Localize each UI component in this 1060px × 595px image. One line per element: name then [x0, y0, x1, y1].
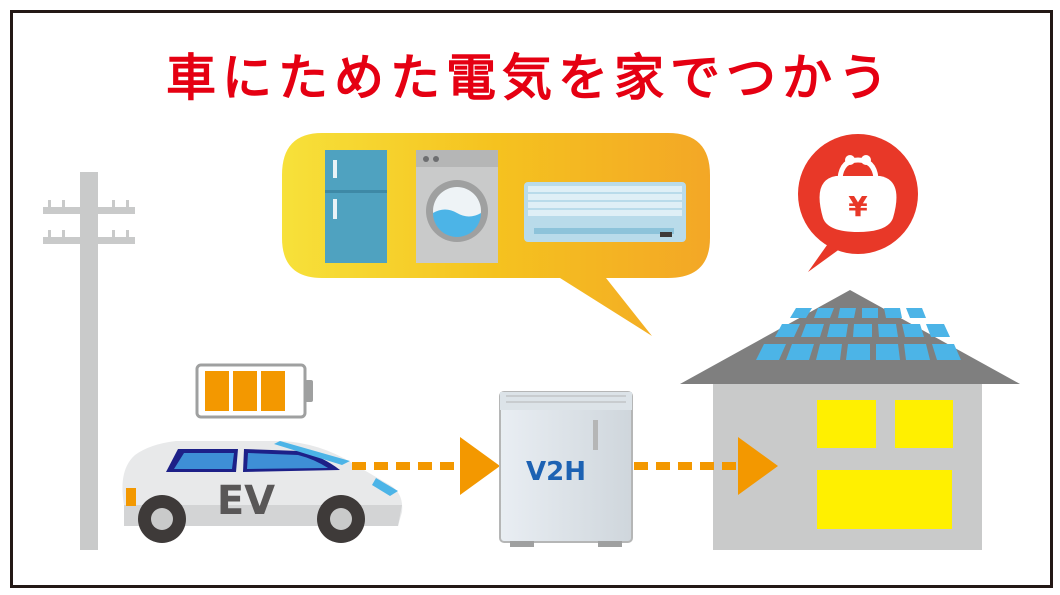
house-icon [680, 290, 1020, 550]
v2h-label: V2H [526, 457, 586, 487]
purse-yen-icon: ¥ [798, 134, 918, 272]
page-title: 車にためた電気を家でつかう [166, 49, 894, 107]
air-conditioner-icon [524, 182, 686, 242]
power-flow-arrow-to-house [634, 437, 778, 495]
yen-symbol: ¥ [848, 190, 868, 223]
battery-cell [205, 371, 229, 411]
power-flow-arrow-to-v2h [352, 437, 500, 495]
ev-car-icon: EV [122, 441, 403, 543]
outer-frame [10, 10, 1053, 588]
solar-panel [756, 308, 961, 360]
battery-cell [261, 371, 285, 411]
ev-label: EV [217, 478, 275, 524]
battery-cell [233, 371, 257, 411]
utility-pole-icon [43, 172, 135, 550]
battery-icon [195, 363, 313, 419]
v2h-unit-icon: V2H [499, 391, 633, 547]
refrigerator-icon [325, 150, 387, 263]
washing-machine-icon [416, 150, 498, 263]
